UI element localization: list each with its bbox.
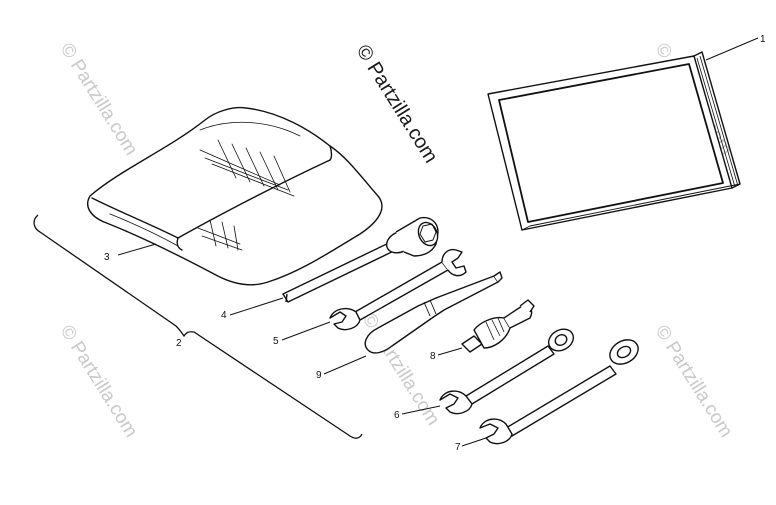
callout-7: 7 bbox=[455, 442, 461, 453]
callout-4: 4 bbox=[221, 310, 227, 321]
callout-1: 1 bbox=[760, 34, 766, 45]
watermark-main: © Partzilla.com bbox=[352, 41, 442, 167]
watermark-text: © Partzilla.com bbox=[56, 40, 142, 160]
group-bracket bbox=[33, 214, 363, 439]
callout-9: 9 bbox=[316, 370, 322, 381]
watermark-text: © Partzilla.com bbox=[56, 322, 142, 442]
callout-6: 6 bbox=[394, 410, 400, 421]
part-combination-wrench-6 bbox=[439, 328, 575, 415]
part-tool-pouch bbox=[86, 106, 383, 286]
callout-2: 2 bbox=[176, 338, 182, 349]
watermark-top-left: © Partzilla.com bbox=[56, 40, 142, 160]
callout-3: 3 bbox=[104, 252, 110, 263]
callout-5: 5 bbox=[273, 336, 279, 347]
part-socket-wrench bbox=[282, 216, 439, 303]
watermark-text: © Partzilla.com bbox=[651, 322, 737, 442]
part-combination-wrench-7 bbox=[479, 339, 639, 445]
part-screwdriver bbox=[364, 271, 503, 354]
part-combination-wrench-5 bbox=[329, 248, 467, 331]
watermark-main-text: © Partzilla.com bbox=[352, 41, 442, 167]
part-phillips-screwdriver bbox=[461, 299, 535, 353]
part-manual bbox=[487, 51, 741, 231]
watermark-bottom-right: © Partzilla.com bbox=[651, 322, 737, 442]
leader-lines bbox=[117, 37, 759, 447]
callout-8: 8 bbox=[430, 351, 436, 362]
watermark-bottom-left: © Partzilla.com bbox=[56, 322, 142, 442]
